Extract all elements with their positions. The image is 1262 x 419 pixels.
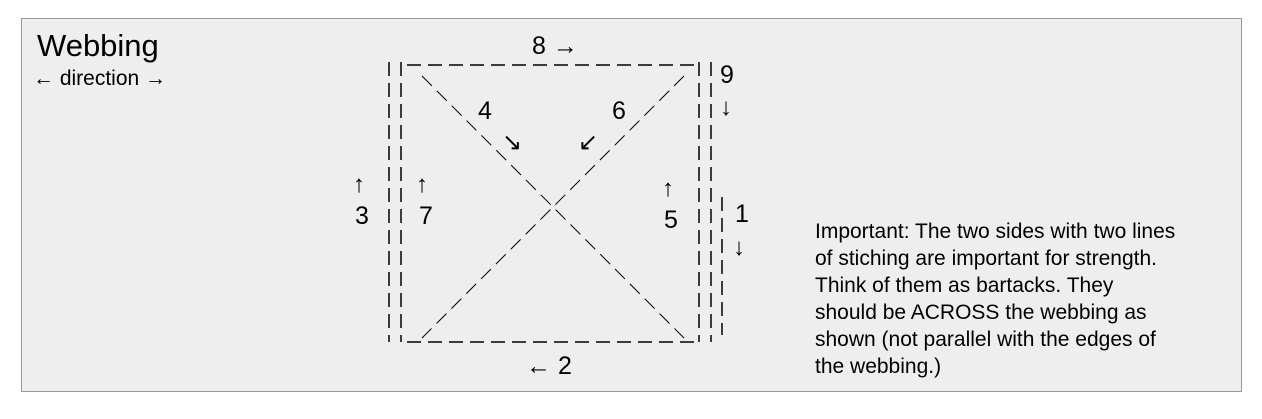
note-line: shown (not parallel with the edges of [815,328,1156,351]
stitch-4-number: 4 [478,97,492,125]
diagram-panel [21,18,1242,392]
important-note: Important: The two sides with two lines … [815,218,1235,380]
stitch-8-label: 8 → [532,32,578,60]
stitch-9-arrow: ↓ [720,94,732,121]
stitch-6-arrow: ↙ [578,129,599,156]
stitch-3-arrow: ↑ [353,171,365,198]
stitch-4-arrow: ↘ [502,129,523,156]
stitch-1-arrow: ↓ [733,234,745,261]
note-line: the webbing.) [815,355,942,378]
stitch-5-number: 5 [664,206,678,234]
direction-label: ← direction → [33,67,167,90]
stitch-6-number: 6 [612,97,626,125]
stitch-1-number: 1 [735,200,749,228]
stitch-9-number: 9 [720,61,734,89]
stitch-7-arrow: ↑ [416,171,428,198]
note-line: of stiching are important for strength. [815,247,1157,270]
stitch-5-arrow: ↑ [662,175,674,202]
stitch-7-number: 7 [419,202,433,230]
stitch-3-number: 3 [355,202,369,230]
note-line: should be ACROSS the webbing as [815,301,1147,324]
webbing-title: Webbing [37,28,159,63]
note-line: Think of them as bartacks. They [815,274,1114,297]
note-line: Important: The two sides with two lines [815,220,1176,243]
stitch-2-label: ← 2 [526,352,572,380]
